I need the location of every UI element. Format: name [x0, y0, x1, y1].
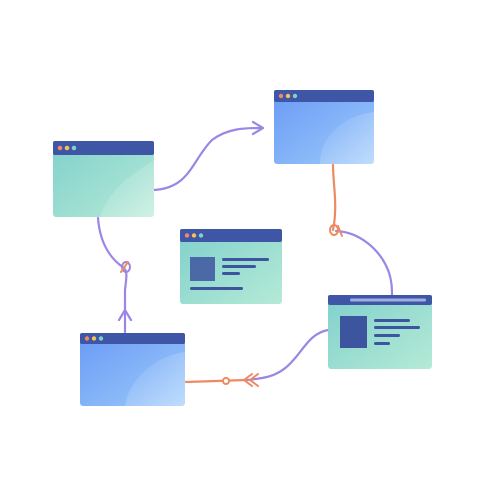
maximize-dot-icon [292, 93, 298, 99]
text-line [222, 265, 256, 268]
arrowhead-topright-icon [251, 120, 265, 136]
window-bottom-left [80, 333, 185, 406]
connector-right-to-bottomleft-purple [244, 328, 330, 382]
image-placeholder-icon [340, 316, 367, 348]
minimize-dot-icon [91, 336, 97, 341]
knot-small-icon [222, 377, 230, 385]
minimize-dot-icon [64, 145, 70, 151]
close-dot-icon [278, 93, 284, 99]
connector-right-to-bottomleft-orange [184, 378, 248, 384]
arrowhead-double-icon [243, 373, 259, 387]
tick-icon [337, 225, 343, 237]
minimize-dot-icon [285, 93, 291, 99]
window-right [328, 295, 432, 369]
knot-left-icon [121, 261, 131, 273]
window-titlebar [80, 333, 185, 344]
maximize-dot-icon [98, 336, 104, 341]
connector-topright-to-right-orange [331, 163, 337, 232]
knot-icon [329, 224, 339, 236]
maximize-dot-icon [198, 233, 204, 238]
connector-topright-to-right-purple [334, 229, 394, 298]
connectors [96, 120, 394, 387]
text-line [374, 334, 400, 337]
text-line [374, 326, 420, 329]
text-line [190, 287, 243, 290]
maximize-dot-icon [71, 145, 77, 151]
window-center [180, 229, 282, 304]
address-bar [350, 298, 426, 302]
window-titlebar [53, 141, 154, 155]
text-line [222, 258, 269, 261]
window-top-right [274, 90, 374, 164]
connector-left-to-topright [152, 126, 264, 192]
arrowhead-up-icon [117, 308, 133, 322]
text-line [374, 319, 410, 322]
text-line [222, 272, 240, 275]
close-dot-icon [84, 336, 90, 341]
close-dot-icon [57, 145, 63, 151]
window-titlebar [274, 90, 374, 102]
minimize-dot-icon [191, 233, 197, 238]
tick-left-icon [120, 261, 129, 273]
text-line [374, 342, 390, 345]
close-dot-icon [184, 233, 190, 238]
window-titlebar [180, 229, 282, 242]
window-left [53, 141, 154, 217]
image-placeholder-icon [190, 257, 215, 281]
